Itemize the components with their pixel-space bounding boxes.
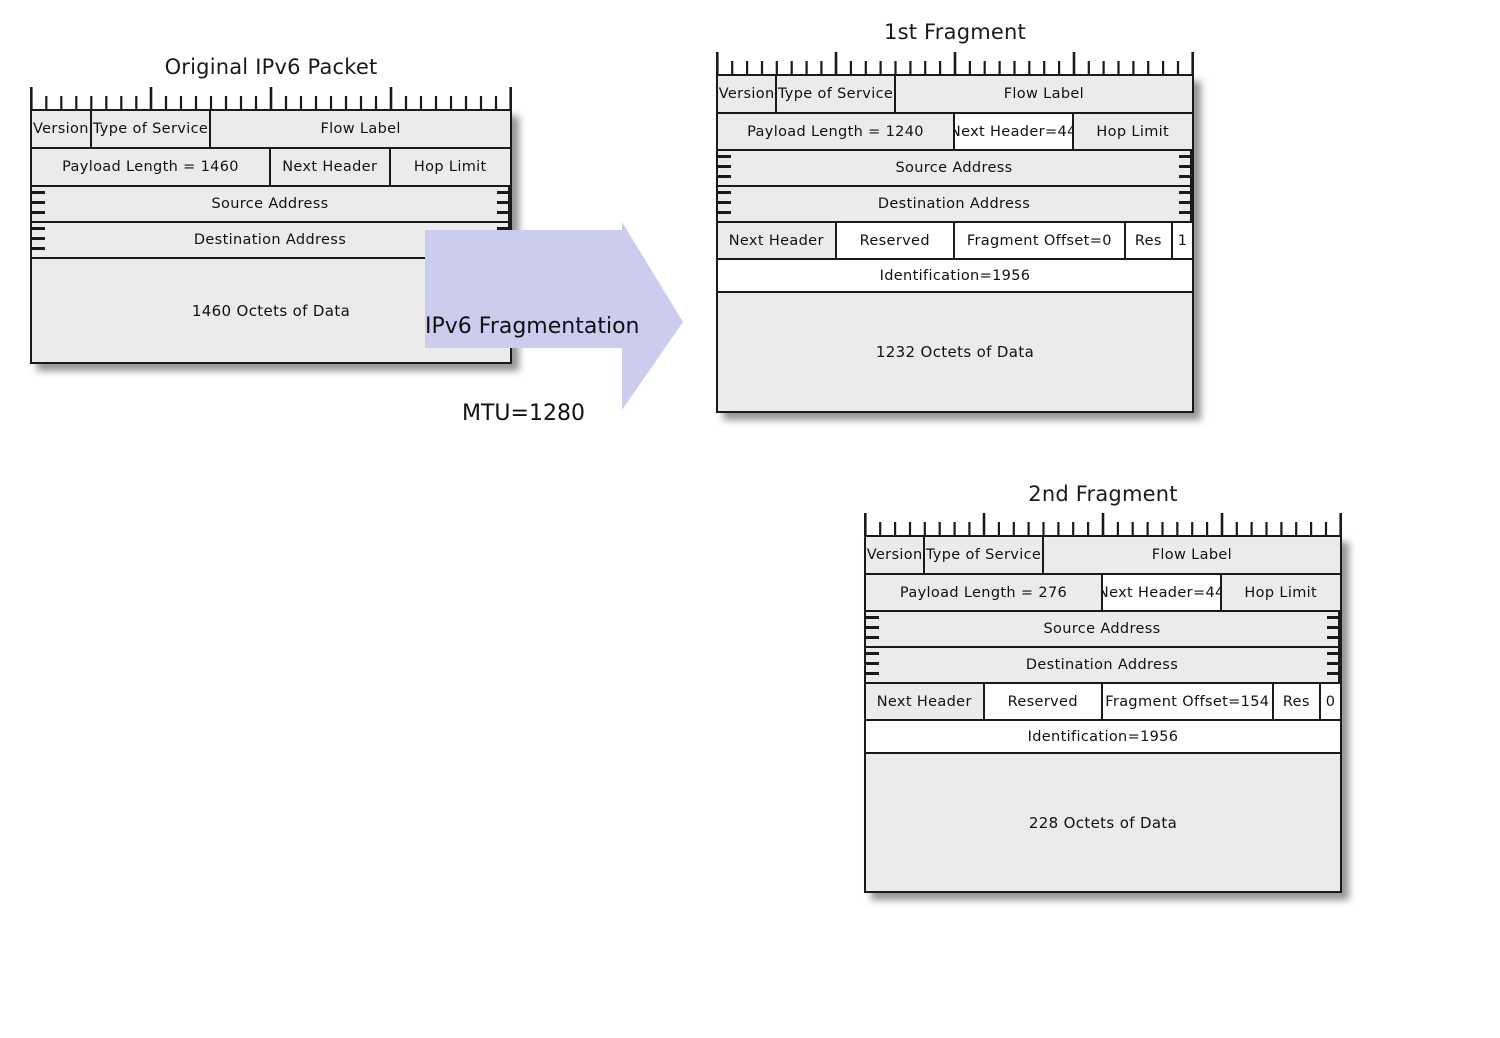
field-flow-label: Flow Label bbox=[1043, 537, 1340, 573]
field-more-fragments-flag: 1 bbox=[1173, 223, 1192, 258]
fragment1-row-line2: Payload Length = 1240 Next Header=44 Hop… bbox=[718, 114, 1192, 151]
field-hop-limit: Hop Limit bbox=[1221, 575, 1340, 610]
fragment2-bit-ruler bbox=[864, 513, 1342, 535]
fragment2-fields: Version Type of Service Flow Label Paylo… bbox=[864, 535, 1342, 893]
field-next-header-44: Next Header=44 bbox=[955, 114, 1074, 149]
fragmentation-arrow: IPv6 Fragmentation MTU=1280 bbox=[425, 222, 685, 426]
field-destination-address: Destination Address bbox=[866, 648, 1340, 682]
field-next-header-44: Next Header=44 bbox=[1103, 575, 1222, 610]
field-payload-data: 1232 Octets of Data bbox=[718, 293, 1192, 411]
field-version: Version bbox=[32, 111, 92, 147]
field-hop-limit: Hop Limit bbox=[390, 149, 510, 185]
field-flow-label: Flow Label bbox=[211, 111, 510, 147]
fragment1-row-fragment-header: Next Header Reserved Fragment Offset=0 R… bbox=[718, 223, 1192, 260]
fragment2-row-destination-address: Destination Address bbox=[866, 648, 1340, 684]
fragment2-row-source-address: Source Address bbox=[866, 612, 1340, 648]
field-hop-limit: Hop Limit bbox=[1073, 114, 1192, 149]
fragment2-row-fragment-header: Next Header Reserved Fragment Offset=154… bbox=[866, 684, 1340, 721]
bit-ruler-svg bbox=[30, 87, 512, 109]
fragment2-row-identification: Identification=1956 bbox=[866, 721, 1340, 754]
field-frag-next-header: Next Header bbox=[866, 684, 985, 719]
field-type-of-service: Type of Service bbox=[925, 537, 1044, 573]
field-res: Res bbox=[1125, 223, 1174, 258]
field-res: Res bbox=[1273, 684, 1322, 719]
field-next-header: Next Header bbox=[271, 149, 391, 185]
field-flow-label: Flow Label bbox=[895, 76, 1192, 112]
packet-row-source-address: Source Address bbox=[32, 187, 510, 223]
field-reserved: Reserved bbox=[984, 684, 1103, 719]
block-arrow-icon bbox=[425, 222, 683, 410]
field-source-address: Source Address bbox=[866, 612, 1340, 646]
field-identification: Identification=1956 bbox=[718, 260, 1192, 291]
bit-ruler-svg bbox=[864, 513, 1342, 535]
fragment2-row-line2: Payload Length = 276 Next Header=44 Hop … bbox=[866, 575, 1340, 612]
packet-row-line2: Payload Length = 1460 Next Header Hop Li… bbox=[32, 149, 510, 187]
field-destination-address: Destination Address bbox=[718, 187, 1192, 221]
fragment2-row-line1: Version Type of Service Flow Label bbox=[866, 537, 1340, 575]
field-fragment-offset: Fragment Offset=154 bbox=[1103, 684, 1274, 719]
field-more-fragments-flag: 0 bbox=[1321, 684, 1340, 719]
fragment1-bit-ruler bbox=[716, 52, 1194, 74]
field-reserved: Reserved bbox=[836, 223, 955, 258]
field-source-address: Source Address bbox=[718, 151, 1192, 185]
fragment1-row-line1: Version Type of Service Flow Label bbox=[718, 76, 1192, 114]
field-frag-next-header: Next Header bbox=[718, 223, 837, 258]
field-payload-length: Payload Length = 1240 bbox=[718, 114, 955, 149]
field-payload-data: 228 Octets of Data bbox=[866, 754, 1340, 891]
fragment2-title: 2nd Fragment bbox=[1028, 482, 1178, 506]
fragment1-row-source-address: Source Address bbox=[718, 151, 1192, 187]
field-fragment-offset: Fragment Offset=0 bbox=[955, 223, 1126, 258]
bit-ruler-svg bbox=[716, 52, 1194, 74]
fragment1-row-payload: 1232 Octets of Data bbox=[718, 293, 1192, 411]
field-source-address: Source Address bbox=[32, 187, 510, 221]
original-packet-bit-ruler bbox=[30, 87, 512, 109]
original-packet-title: Original IPv6 Packet bbox=[164, 55, 378, 79]
fragment2-row-payload: 228 Octets of Data bbox=[866, 754, 1340, 891]
field-type-of-service: Type of Service bbox=[777, 76, 896, 112]
field-type-of-service: Type of Service bbox=[91, 111, 212, 147]
field-payload-length: Payload Length = 276 bbox=[866, 575, 1103, 610]
fragment1-row-identification: Identification=1956 bbox=[718, 260, 1192, 293]
field-version: Version bbox=[866, 537, 926, 573]
field-identification: Identification=1956 bbox=[866, 721, 1340, 752]
fragment1-row-destination-address: Destination Address bbox=[718, 187, 1192, 223]
fragment1-fields: Version Type of Service Flow Label Paylo… bbox=[716, 74, 1194, 413]
field-version: Version bbox=[718, 76, 778, 112]
field-payload-length: Payload Length = 1460 bbox=[32, 149, 271, 185]
fragment1-title: 1st Fragment bbox=[884, 20, 1026, 44]
packet-row-line1: Version Type of Service Flow Label bbox=[32, 111, 510, 149]
